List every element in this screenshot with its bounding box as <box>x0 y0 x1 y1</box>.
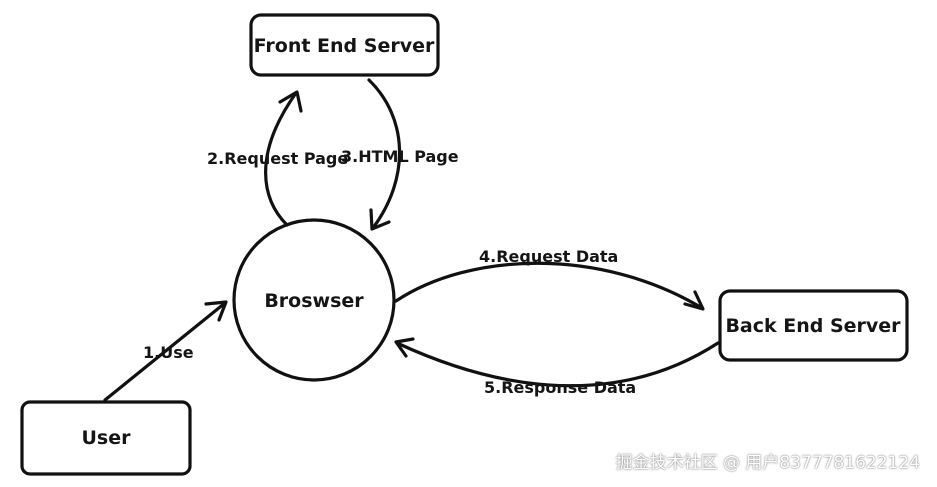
user-node: User <box>20 400 192 476</box>
edge-request-data: 4.Request Data <box>394 247 705 311</box>
edge-use: 1.Use <box>103 300 228 402</box>
browser-node: Broswser <box>232 218 396 382</box>
back-end-server-node: Back End Server <box>718 289 909 362</box>
edge-response-data: 5.Response Data <box>394 337 720 397</box>
edge-request-data-label: 4.Request Data <box>479 247 618 266</box>
edge-request-page-label: 2.Request Page <box>207 149 348 168</box>
user-label: User <box>82 427 132 449</box>
watermark: 掘金技术社区 @ 用户8377781622124 <box>615 453 920 473</box>
edge-request-page: 2.Request Page <box>207 90 348 227</box>
browser-label: Broswser <box>264 290 364 312</box>
edge-html-page-label: 3.HTML Page <box>341 147 459 166</box>
back-end-server-label: Back End Server <box>725 315 901 337</box>
front-end-server-label: Front End Server <box>254 35 435 57</box>
front-end-server-node: Front End Server <box>249 13 440 77</box>
edge-response-data-label: 5.Response Data <box>484 378 636 397</box>
edge-html-page: 3.HTML Page <box>341 78 459 231</box>
edge-use-label: 1.Use <box>143 343 194 362</box>
